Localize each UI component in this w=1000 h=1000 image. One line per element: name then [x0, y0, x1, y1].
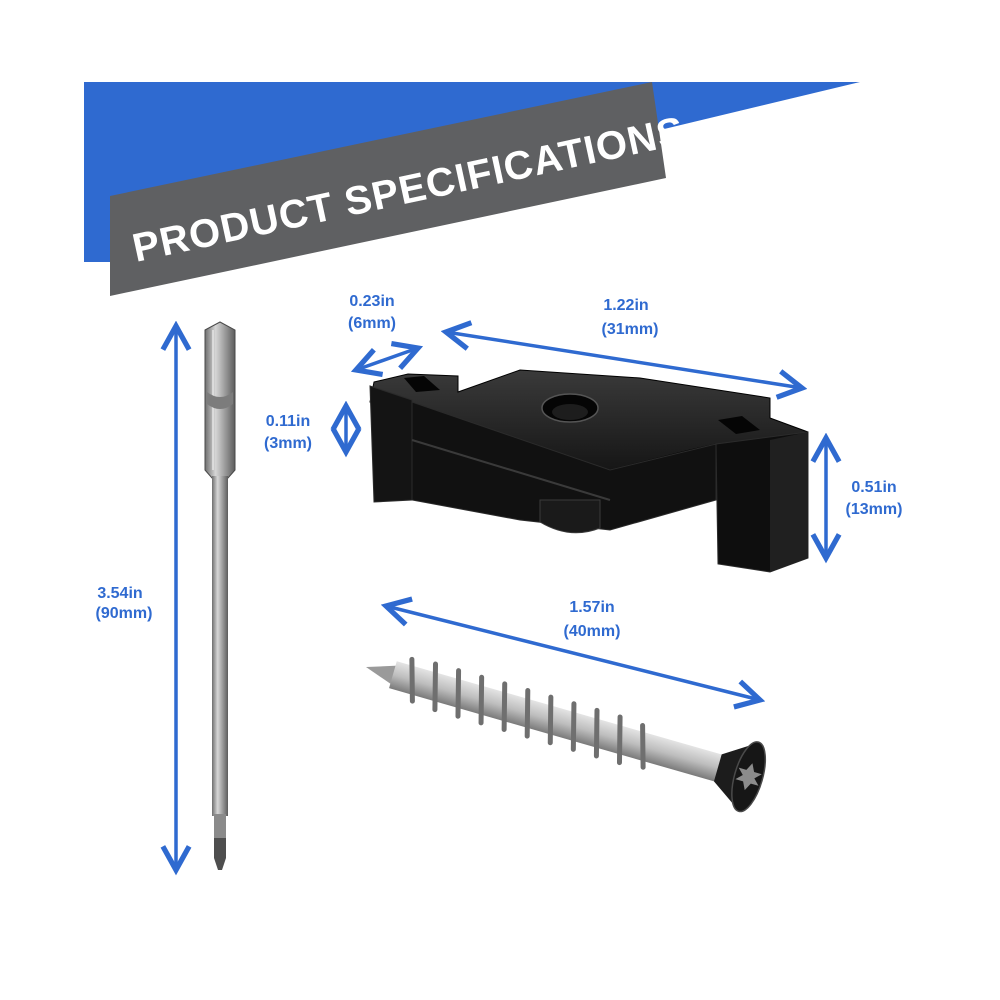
clip-height-imperial: 0.51in — [851, 479, 896, 496]
clip-length-arrow — [446, 332, 802, 388]
screw-length-imperial: 1.57in — [569, 599, 614, 616]
bit-length-imperial: 3.54in — [97, 585, 142, 602]
slot-width-imperial: 0.23in — [349, 293, 394, 310]
tab-thickness-imperial: 0.11in — [266, 413, 310, 430]
clip-length-metric: (31mm) — [602, 321, 659, 338]
clip-length-imperial: 1.22in — [603, 297, 648, 314]
deck-clip-image — [369, 369, 809, 573]
slot-width-metric: (6mm) — [348, 315, 396, 332]
dimension-labels: 3.54in (90mm) 0.23in (6mm) 1.22in (31mm)… — [96, 293, 903, 640]
screw-image — [366, 656, 767, 813]
screw-length-arrow — [386, 606, 760, 700]
banner-gray-ribbon — [110, 82, 666, 296]
screw-length-metric: (40mm) — [564, 623, 621, 640]
tab-thickness-metric: (3mm) — [264, 435, 312, 452]
slot-width-arrow — [356, 348, 418, 370]
bit-length-metric: (90mm) — [96, 605, 153, 622]
clip-height-metric: (13mm) — [846, 501, 903, 518]
header-banner: PRODUCT SPECIFICATIONS — [84, 82, 860, 296]
dimension-lines — [176, 326, 826, 870]
driver-bit-image — [204, 321, 236, 870]
